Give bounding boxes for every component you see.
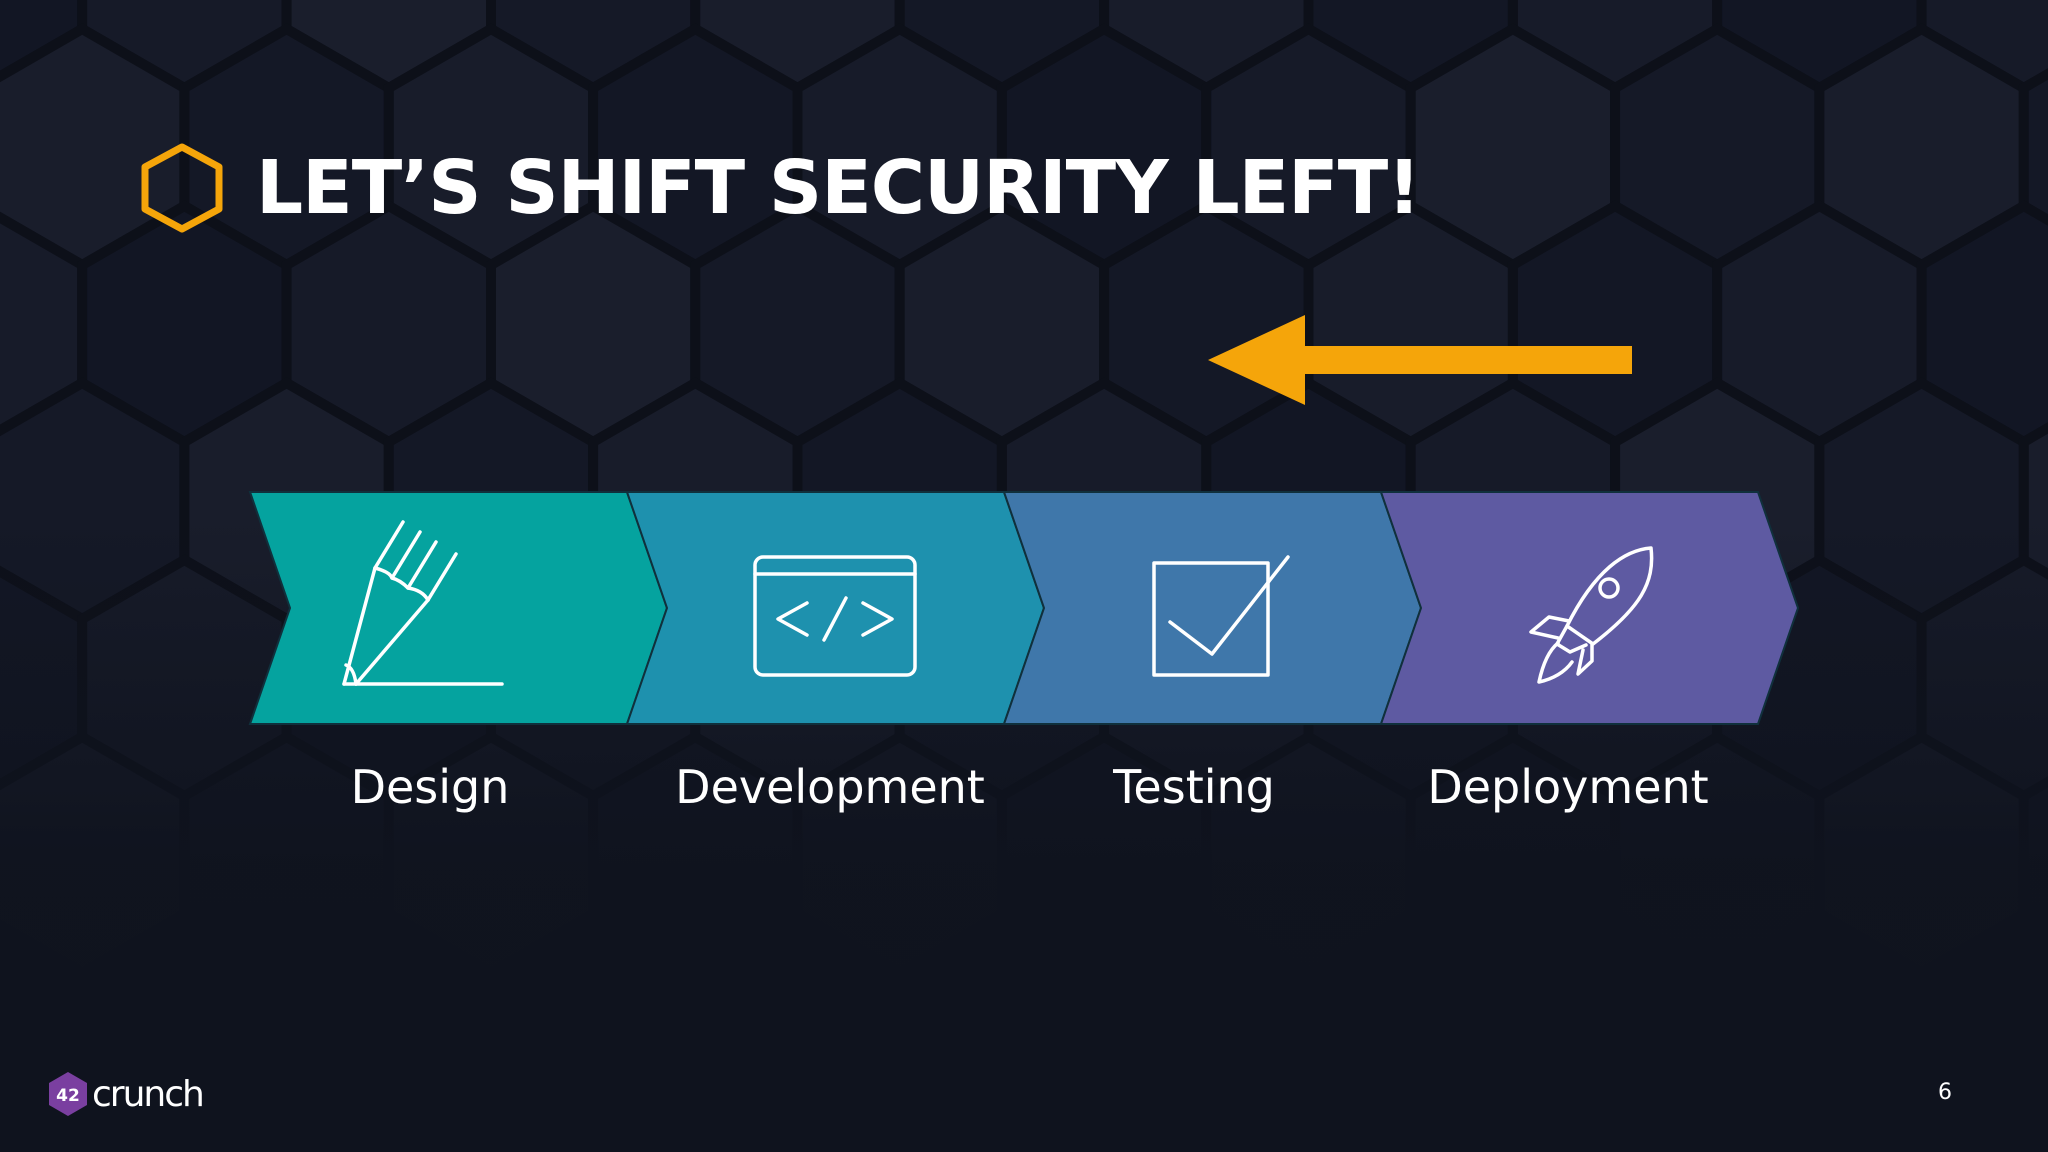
42crunch-logo: 42 crunch [46,1070,205,1118]
logo-badge-text: 42 [56,1086,80,1106]
stage-chevron-development [625,491,1046,725]
stage-chevron-deployment [1379,491,1800,725]
shift-left-arrow-icon [1208,315,1632,405]
stage-label-development: Development [675,760,985,814]
page-title: LET’S SHIFT SECURITY LEFT! [256,145,1421,231]
stage-chevron-testing [1002,491,1423,725]
stage-chevron-design [248,491,669,725]
pipeline-chevrons [248,491,1800,725]
logo-text: crunch [92,1073,205,1115]
title-row: LET’S SHIFT SECURITY LEFT! [140,138,1421,238]
pencil-icon [342,520,504,686]
hexagon-outline-icon [141,143,223,233]
stage-label-design: Design [350,760,510,814]
page-number: 6 [1938,1080,1952,1105]
stage-label-testing: Testing [1113,760,1275,814]
code-window-icon [753,555,917,677]
stage-label-deployment: Deployment [1427,760,1709,814]
logo-hexagon-icon: 42 [49,1072,87,1116]
rocket-icon [1529,546,1654,684]
checkbox-icon [1152,555,1290,677]
